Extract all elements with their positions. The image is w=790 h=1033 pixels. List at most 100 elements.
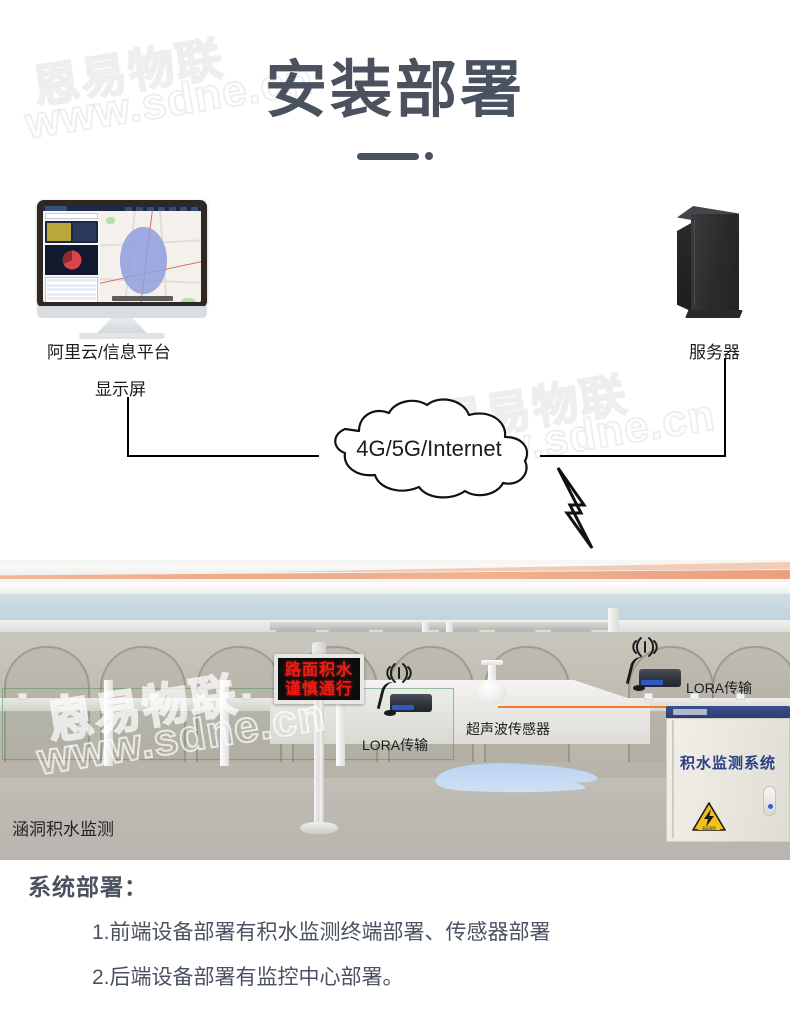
monitor-stand (96, 318, 148, 334)
lora-antenna-base (384, 710, 396, 716)
lora-device-body (639, 669, 681, 687)
coping-tooth (736, 693, 745, 700)
table-row (47, 279, 96, 282)
footer-title: 系统部署： (28, 874, 148, 900)
label-lora-right: LORA传输 (686, 680, 753, 696)
label-lora-left: LORA传输 (362, 737, 429, 753)
monitor-base (79, 333, 165, 339)
dashboard-stat-value (47, 223, 71, 241)
led-sign-line-1: 路面积水 (284, 660, 353, 679)
connector-display-horizontal (127, 455, 319, 457)
label-display-screen: 显示屏 (95, 380, 146, 399)
table-row (47, 292, 96, 296)
signal-wire (612, 706, 712, 708)
map-coverage-ellipse (120, 226, 167, 294)
safety-fence-panel (2, 688, 106, 760)
cabinet-door-edge (672, 720, 674, 838)
dashboard-map (100, 211, 201, 302)
network-diagram: 阿里云/信息平台 显示屏 服务器 4G/5G/Internet (0, 190, 790, 560)
map-park-area (106, 217, 115, 224)
sensor-mount-arm (488, 665, 496, 681)
lightning-bolt-shape (556, 467, 594, 549)
dashboard-data-table (45, 277, 98, 302)
lora-device-body (390, 694, 432, 712)
footer: 系统部署： 1.前端设备部署有积水监测终端部署、传感器部署 2.后端设备部署有监… (0, 868, 790, 1033)
scene-caption: 涵洞积水监测 (12, 820, 114, 839)
pie-chart-icon (62, 250, 81, 270)
cloud-shape-icon (334, 398, 529, 499)
cabinet-lock-knob (768, 804, 773, 809)
dashboard-menu-items (67, 206, 198, 211)
label-ultrasonic-sensor: 超声波传感器 (466, 721, 550, 737)
led-warning-sign: 路面积水 谨慎通行 (274, 654, 364, 704)
connector-display-vertical (127, 397, 129, 457)
divider-dot (425, 152, 433, 160)
viaduct-railing (0, 570, 790, 579)
cabinet-header-band (666, 706, 790, 718)
lora-led-strip (641, 680, 663, 685)
cabinet-handle (763, 786, 776, 816)
footer-list-item: 1.前端设备部署有积水监测终端部署、传感器部署 (92, 921, 551, 944)
coping-tooth (242, 693, 251, 700)
coping-tooth (644, 693, 653, 700)
dashboard-menu-item (158, 206, 165, 211)
wireless-signal-icon-right (632, 637, 658, 657)
dashboard-stat-panel (45, 221, 98, 243)
sign-pole (314, 700, 324, 828)
scene-illustration (0, 560, 790, 860)
dashboard-menu-item (180, 206, 187, 211)
wireless-lightning-icon (548, 465, 600, 551)
dashboard-menu-item (191, 206, 198, 211)
dashboard-topbar (43, 206, 201, 211)
dashboard-stat-value (72, 223, 96, 241)
wireless-signal-icon-left (386, 663, 412, 683)
coping-tooth (18, 693, 27, 700)
map-park-area (180, 297, 197, 302)
coping-tooth (150, 693, 159, 700)
table-row (47, 283, 96, 287)
monitor-chin (37, 306, 207, 318)
safety-fence-panel (112, 688, 222, 760)
dashboard-pie-panel (45, 245, 98, 275)
lora-gateway-left (376, 679, 432, 716)
cabinet-brand-plate (673, 709, 707, 715)
server-side-panel (677, 222, 693, 312)
fence-post (104, 680, 113, 766)
dashboard-menu-item (136, 206, 143, 211)
sensor-mount-plate (481, 660, 503, 665)
dashboard-menu-item (125, 206, 132, 211)
coping-tooth (60, 693, 69, 700)
fence-post (336, 680, 345, 766)
machinery-rail (270, 622, 610, 630)
high-voltage-warning-icon: 高压危险 (692, 802, 726, 831)
monitor-illustration (37, 200, 207, 339)
water-puddle (435, 763, 598, 793)
connector-server-vertical (724, 358, 726, 457)
monitor-bezel (37, 200, 207, 308)
dashboard-menu-item (147, 206, 154, 211)
signal-wire (498, 706, 688, 708)
sensor-dome (478, 679, 506, 705)
sign-pole-cap (312, 642, 326, 656)
lora-gateway-right (625, 654, 681, 691)
map-timeline-slider (112, 295, 173, 301)
coping-tooth (196, 693, 205, 700)
ultrasonic-sensor (475, 660, 509, 714)
server-front-panel (691, 214, 739, 312)
svg-text:高压危险: 高压危险 (702, 825, 716, 830)
viaduct-underside (0, 582, 790, 596)
monitoring-cabinet: 积水监测系统 高压危险 (666, 706, 790, 842)
monitor-screen (43, 206, 201, 302)
dashboard-logo (45, 206, 67, 211)
server-panel-seam (694, 220, 695, 306)
divider-bar (357, 152, 419, 160)
cabinet-label: 积水监测系统 (679, 755, 776, 772)
dashboard-sidebar (43, 211, 100, 302)
cloud-label: 4G/5G/Internet (356, 436, 502, 461)
dashboard-body (43, 211, 201, 302)
label-server: 服务器 (689, 343, 740, 362)
viaduct-shadow-band (0, 594, 790, 624)
server-base (685, 310, 743, 318)
title-divider (357, 152, 433, 160)
